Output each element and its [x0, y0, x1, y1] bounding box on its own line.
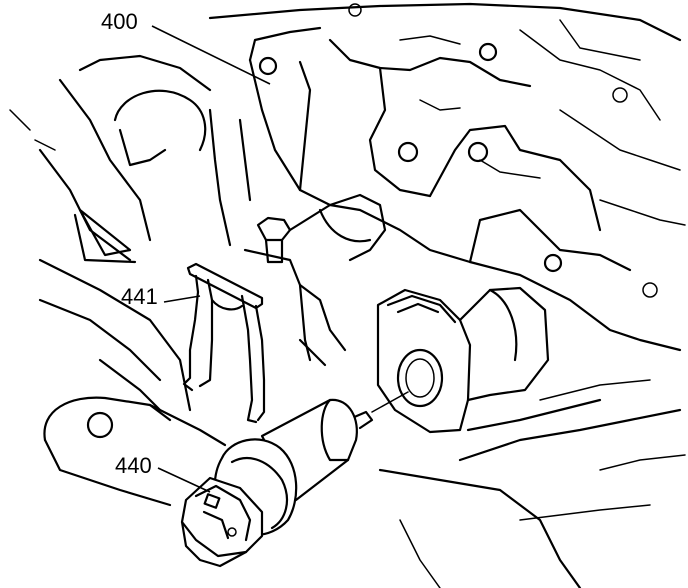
callout-400: 400	[101, 9, 138, 34]
leader-441	[163, 295, 201, 303]
speed-sensor-retainer	[182, 262, 266, 424]
callout-leaders	[151, 25, 271, 493]
callout-440: 440	[115, 453, 152, 478]
transmission-case	[9, 54, 252, 507]
leader-400	[151, 25, 271, 85]
leader-440	[157, 467, 211, 493]
assembly-line	[371, 391, 409, 413]
callout-441: 441	[121, 284, 158, 309]
center-bolt	[243, 193, 387, 367]
speed-sensor	[180, 398, 374, 568]
valve-body	[208, 2, 686, 352]
sensor-bore-housing	[376, 286, 686, 588]
